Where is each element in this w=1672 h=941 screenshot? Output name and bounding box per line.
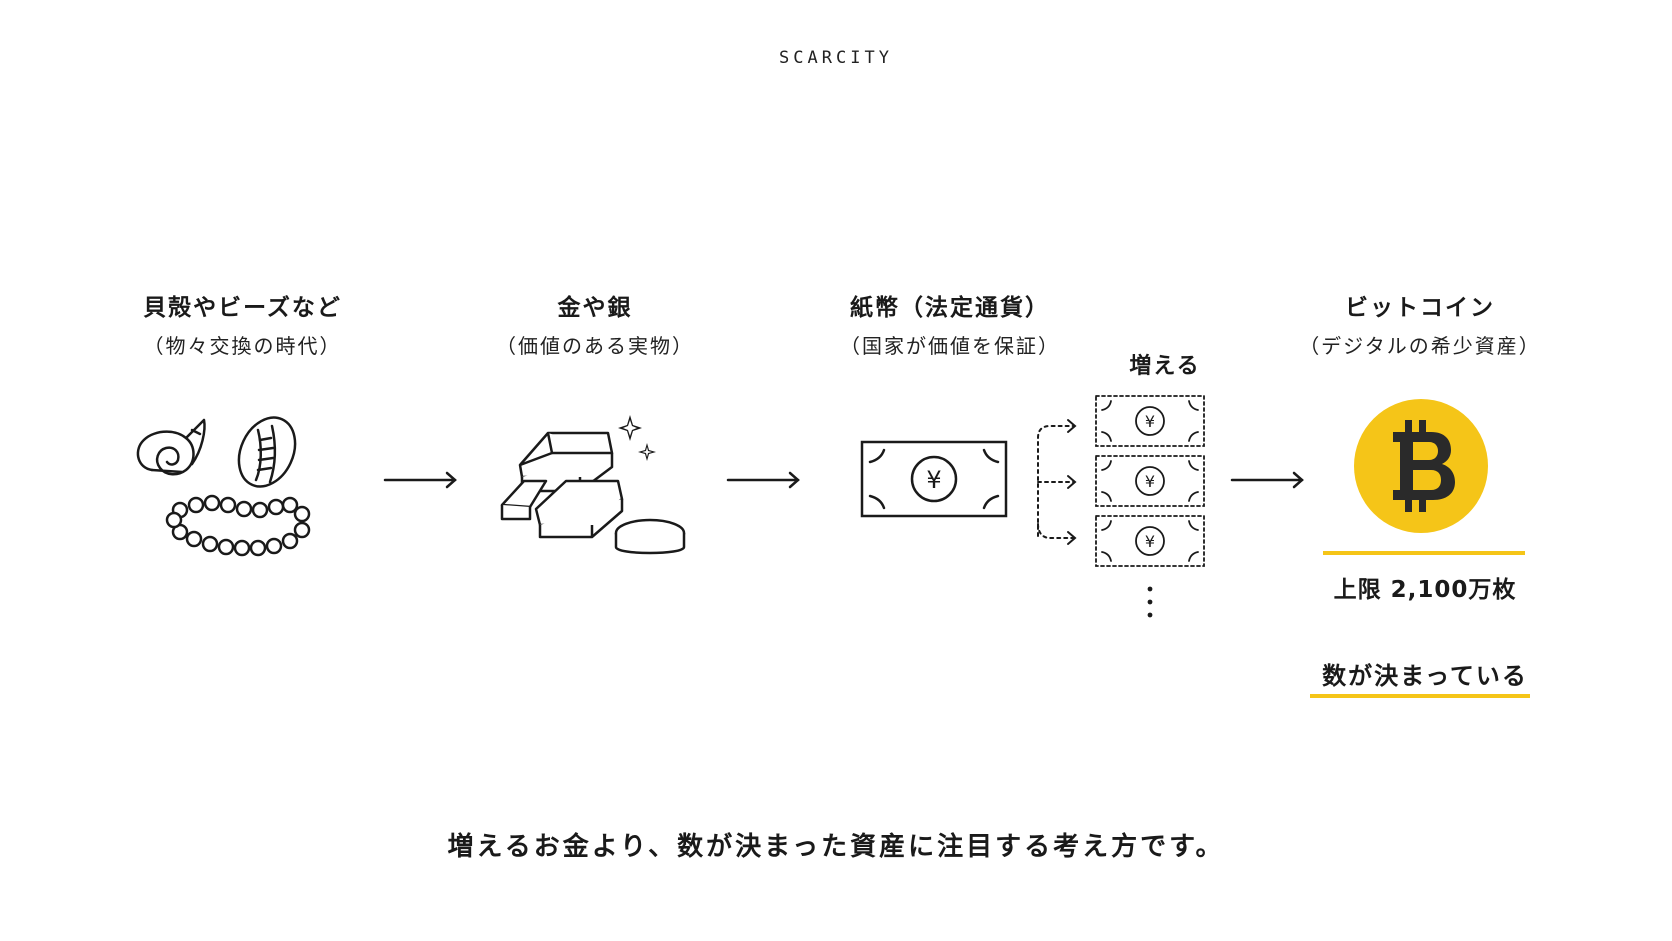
arrow-right-icon [726, 471, 800, 489]
limit-underline [1323, 551, 1525, 555]
page-header: SCARCITY [779, 48, 893, 68]
stage-subtitle-paper: （国家が価値を保証） [840, 334, 1060, 358]
fixed-underline [1310, 694, 1530, 698]
yen-symbol: ¥ [1145, 412, 1155, 431]
yen-bill-dotted-icon: ¥ [1095, 515, 1205, 567]
footer-message: 増えるお金より、数が決まった資産に注目する考え方です。 [447, 832, 1225, 862]
stage-title-shells: 貝殻やビーズなど [143, 295, 342, 321]
shells-beads-icon [136, 416, 311, 557]
stage-subtitle-shells: （物々交換の時代） [143, 334, 342, 358]
gold-bars-coin-icon [500, 415, 686, 555]
supply-limit-label: 上限 2,100万枚 [1333, 577, 1517, 603]
arrow-right-icon [383, 471, 457, 489]
yen-symbol: ¥ [926, 466, 941, 494]
yen-bill-dotted-icon: ¥ [1095, 395, 1205, 447]
fixed-supply-label: 数が決まっている [1322, 662, 1528, 690]
yen-symbol: ¥ [1145, 532, 1155, 551]
yen-symbol: ¥ [1145, 472, 1155, 491]
yen-bill-icon: ¥ [860, 440, 1008, 518]
vertical-ellipsis-icon [1147, 586, 1153, 618]
branch-arrows-icon [1037, 419, 1077, 545]
stage-title-gold: 金や銀 [557, 295, 633, 321]
stage-subtitle-bitcoin: （デジタルの希少資産） [1299, 334, 1541, 358]
bitcoin-icon [1354, 399, 1488, 533]
stage-subtitle-gold: （価値のある実物） [496, 334, 694, 358]
stage-title-bitcoin: ビットコイン [1345, 295, 1495, 321]
arrow-right-icon [1230, 471, 1304, 489]
stage-title-paper: 紙幣（法定通貨） [850, 295, 1050, 321]
increase-label: 増える [1129, 354, 1201, 379]
yen-bill-dotted-icon: ¥ [1095, 455, 1205, 507]
